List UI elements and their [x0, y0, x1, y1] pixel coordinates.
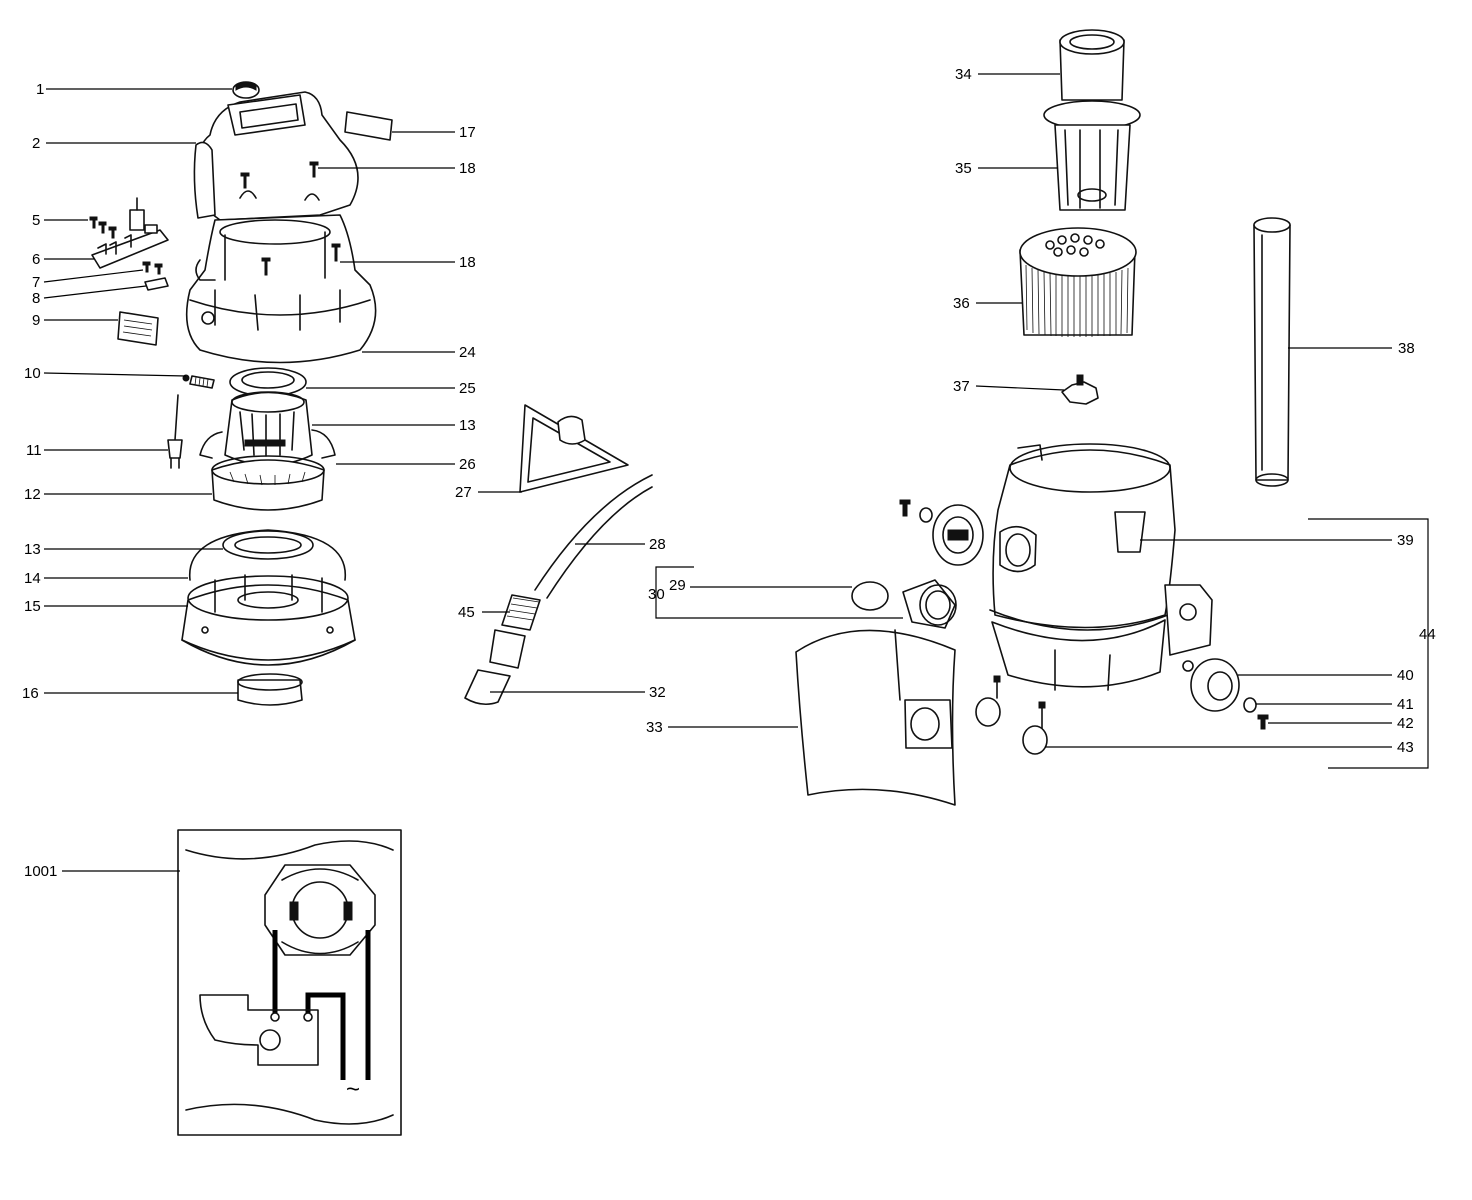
screws-18 [240, 161, 341, 276]
label-13b: 13 [459, 417, 476, 434]
part-11-power-cord [167, 394, 183, 469]
label-34: 34 [955, 66, 972, 83]
part-43-castors [975, 675, 1048, 755]
part-10-cord-grip [182, 374, 215, 389]
label-26: 26 [459, 456, 476, 473]
part-40-wheel [1190, 658, 1240, 712]
label-41: 41 [1397, 696, 1414, 713]
part-29-plug [851, 581, 889, 611]
part-35-filter-basket [1043, 100, 1141, 211]
label-16: 16 [22, 685, 39, 702]
wheel-hub-left [899, 499, 984, 566]
label-17: 17 [459, 124, 476, 141]
label-25: 25 [459, 380, 476, 397]
label-15: 15 [24, 598, 41, 615]
label-6: 6 [32, 251, 40, 268]
label-5: 5 [32, 212, 40, 229]
part-27-floor-nozzle [519, 404, 629, 493]
label-40: 40 [1397, 667, 1414, 684]
ac-symbol: ~ [346, 1076, 360, 1103]
label-33: 33 [646, 719, 663, 736]
part-24-housing [185, 214, 377, 364]
part-1001-wiring-diagram [177, 829, 402, 1136]
part-34-filter-cap [1059, 29, 1125, 101]
part-12-fan [211, 455, 325, 511]
part-41-washer [1243, 697, 1257, 713]
label-32: 32 [649, 684, 666, 701]
label-18b: 18 [459, 254, 476, 271]
label-30: 30 [648, 586, 665, 603]
label-13a: 13 [24, 541, 41, 558]
part-37-wing-nut [1061, 374, 1099, 405]
label-7: 7 [32, 274, 40, 291]
label-14: 14 [24, 570, 41, 587]
label-38: 38 [1398, 340, 1415, 357]
part-39-tank [989, 443, 1213, 691]
part-2-motor-cover [193, 91, 359, 221]
label-10: 10 [24, 365, 41, 382]
label-36: 36 [953, 295, 970, 312]
part-15-filter-housing [181, 574, 356, 666]
label-45: 45 [458, 604, 475, 621]
part-42-screw [1257, 714, 1269, 730]
label-42: 42 [1397, 715, 1414, 732]
part-30-adapter [902, 579, 957, 629]
label-28: 28 [649, 536, 666, 553]
label-43: 43 [1397, 739, 1414, 756]
part-33-filter-bag [795, 629, 956, 806]
part-38-extension-tube [1253, 217, 1291, 487]
part-8-clamp [144, 277, 169, 291]
label-1001: 1001 [24, 863, 57, 880]
label-18a: 18 [459, 160, 476, 177]
part-45-hose-cuff [501, 594, 541, 631]
part-16-outlet [237, 673, 303, 706]
label-8: 8 [32, 290, 40, 307]
part-14-clip-ring [189, 529, 346, 581]
label-24: 24 [459, 344, 476, 361]
leader-lines [43, 73, 1429, 872]
label-39: 39 [1397, 532, 1414, 549]
part-1-knob [232, 81, 260, 99]
part-6-switch-board [91, 197, 169, 269]
label-1: 1 [36, 81, 44, 98]
label-35: 35 [955, 160, 972, 177]
part-36-cartridge-filter [1019, 227, 1137, 337]
part-13-seal-ring [222, 530, 314, 560]
label-44: 44 [1419, 626, 1436, 643]
label-2: 2 [32, 135, 40, 152]
part-17-label [344, 111, 393, 141]
part-9-plate [117, 311, 159, 346]
part-26-bracket [199, 429, 336, 459]
label-27: 27 [455, 484, 472, 501]
label-9: 9 [32, 312, 40, 329]
screws-5 [89, 216, 117, 239]
part-28-hose [534, 474, 653, 599]
label-12: 12 [24, 486, 41, 503]
label-37: 37 [953, 378, 970, 395]
callout-labels: 1 2 5 6 7 8 9 10 11 12 13 14 15 16 17 18… [22, 66, 1436, 1103]
label-11: 11 [26, 442, 42, 459]
screws-7 [142, 261, 163, 275]
label-29: 29 [669, 577, 686, 594]
part-13-motor [224, 391, 313, 466]
part-32-hose-end [464, 629, 526, 706]
part-25-gasket [229, 367, 307, 397]
